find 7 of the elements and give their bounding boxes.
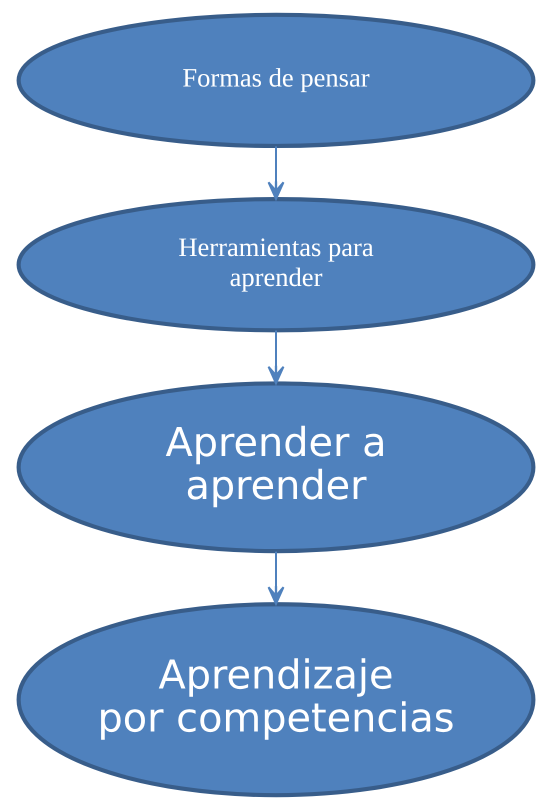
node-ellipse: Aprendizaje por competencias [16, 602, 536, 798]
node-ellipse: Formas de pensar [16, 12, 536, 148]
arrow [268, 146, 284, 200]
arrow [268, 552, 284, 605]
node-ellipse: Aprender a aprender [16, 381, 536, 554]
node-ellipse: Herramientas para aprender [16, 197, 536, 332]
arrow [268, 330, 284, 384]
